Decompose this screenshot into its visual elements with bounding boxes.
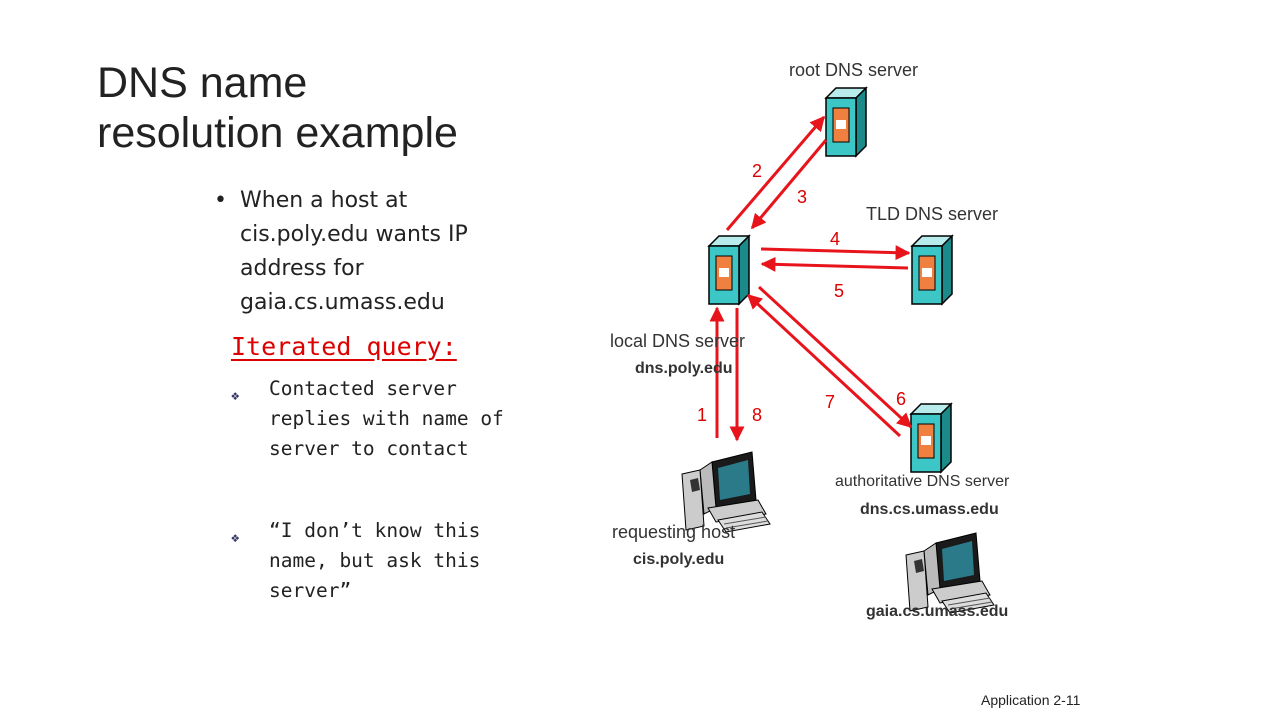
target-host-name: gaia.cs.umass.edu bbox=[866, 603, 1009, 620]
tld-dns-server-icon bbox=[911, 235, 953, 305]
title-line-1: DNS name bbox=[97, 59, 308, 107]
arrow-step-5 bbox=[760, 256, 909, 272]
arrow-step-4 bbox=[760, 245, 911, 261]
title-line-2: resolution example bbox=[97, 109, 458, 157]
authoritative-dns-server-icon bbox=[910, 403, 952, 473]
authoritative-dns-host-label: dns.cs.umass.edu bbox=[860, 501, 999, 518]
local-dns-host-label: dns.poly.edu bbox=[635, 360, 733, 377]
step-label-8: 8 bbox=[752, 405, 763, 425]
step-label-3: 3 bbox=[797, 187, 808, 207]
root-dns-server-label: root DNS server bbox=[789, 60, 919, 80]
step-label-1: 1 bbox=[697, 405, 708, 425]
arrow-step-2 bbox=[725, 115, 826, 231]
step-label-6: 6 bbox=[896, 389, 907, 409]
step-label-7: 7 bbox=[825, 392, 836, 412]
requesting-host-computer-icon bbox=[681, 451, 771, 533]
requesting-host-name: cis.poly.edu bbox=[633, 551, 725, 568]
arrow-step-3 bbox=[750, 139, 828, 230]
arrow-step-7 bbox=[746, 293, 902, 438]
step-label-5: 5 bbox=[834, 281, 845, 301]
intro-bullet-text: When a host at cis.poly.edu wants IP add… bbox=[240, 188, 468, 315]
slide-title: DNS name resolution example bbox=[97, 58, 458, 158]
step-label-4: 4 bbox=[830, 229, 841, 249]
diamond-bullet-icon: ❖ bbox=[231, 530, 240, 546]
local-dns-server-label: local DNS server bbox=[610, 331, 746, 351]
bullet-dot-icon: • bbox=[214, 188, 227, 213]
iterated-query-heading: Iterated query: bbox=[231, 332, 457, 361]
arrow-step-6 bbox=[757, 285, 913, 429]
slide-footer: Application 2-11 bbox=[981, 692, 1081, 708]
root-dns-server-icon bbox=[825, 87, 867, 157]
authoritative-dns-server-label: authoritative DNS server bbox=[835, 473, 1010, 490]
step-label-2: 2 bbox=[752, 161, 763, 181]
requesting-host-label: requesting host bbox=[612, 522, 736, 542]
diamond-bullet-icon: ❖ bbox=[231, 388, 240, 404]
local-dns-server-icon bbox=[708, 235, 750, 305]
tld-dns-server-label: TLD DNS server bbox=[866, 204, 999, 224]
list-item-text: Contacted server replies with name of se… bbox=[269, 377, 504, 460]
list-item-text: “I don’t know this name, but ask this se… bbox=[269, 519, 481, 602]
target-host-computer-icon bbox=[905, 532, 995, 614]
